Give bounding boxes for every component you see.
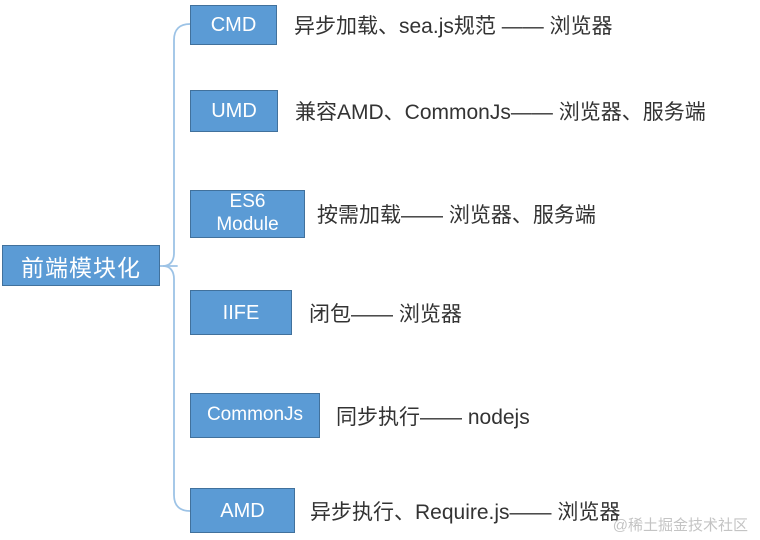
node-description-amd: 异步执行、Require.js—— 浏览器 [310,500,621,524]
branch-row-umd: UMD 兼容AMD、CommonJs—— 浏览器、服务端 [190,90,706,132]
branch-row-cmd: CMD 异步加载、sea.js规范 —— 浏览器 [190,5,613,45]
node-box-cmd: CMD [190,5,277,45]
branch-row-commonjs: CommonJs 同步执行—— nodejs [190,393,530,438]
node-box-commonjs: CommonJs [190,393,320,438]
node-box-iife: IIFE [190,290,292,335]
node-box-amd: AMD [190,488,295,533]
branch-row-es6-module: ES6 Module 按需加载—— 浏览器、服务端 [190,190,596,238]
branch-row-iife: IIFE 闭包—— 浏览器 [190,290,462,335]
node-description-cmd: 异步加载、sea.js规范 —— 浏览器 [294,15,613,38]
node-description-es6-module: 按需加载—— 浏览器、服务端 [317,204,596,227]
brace-path [162,23,191,512]
node-description-iife: 闭包—— 浏览器 [309,302,462,326]
root-node: 前端模块化 [2,245,160,286]
watermark: @稀土掘金技术社区 [612,517,748,534]
node-box-es6-module: ES6 Module [190,190,305,238]
node-description-umd: 兼容AMD、CommonJs—— 浏览器、服务端 [295,101,706,124]
node-description-commonjs: 同步执行—— nodejs [336,405,530,429]
node-box-umd: UMD [190,90,278,132]
branch-row-amd: AMD 异步执行、Require.js—— 浏览器 [190,488,620,533]
